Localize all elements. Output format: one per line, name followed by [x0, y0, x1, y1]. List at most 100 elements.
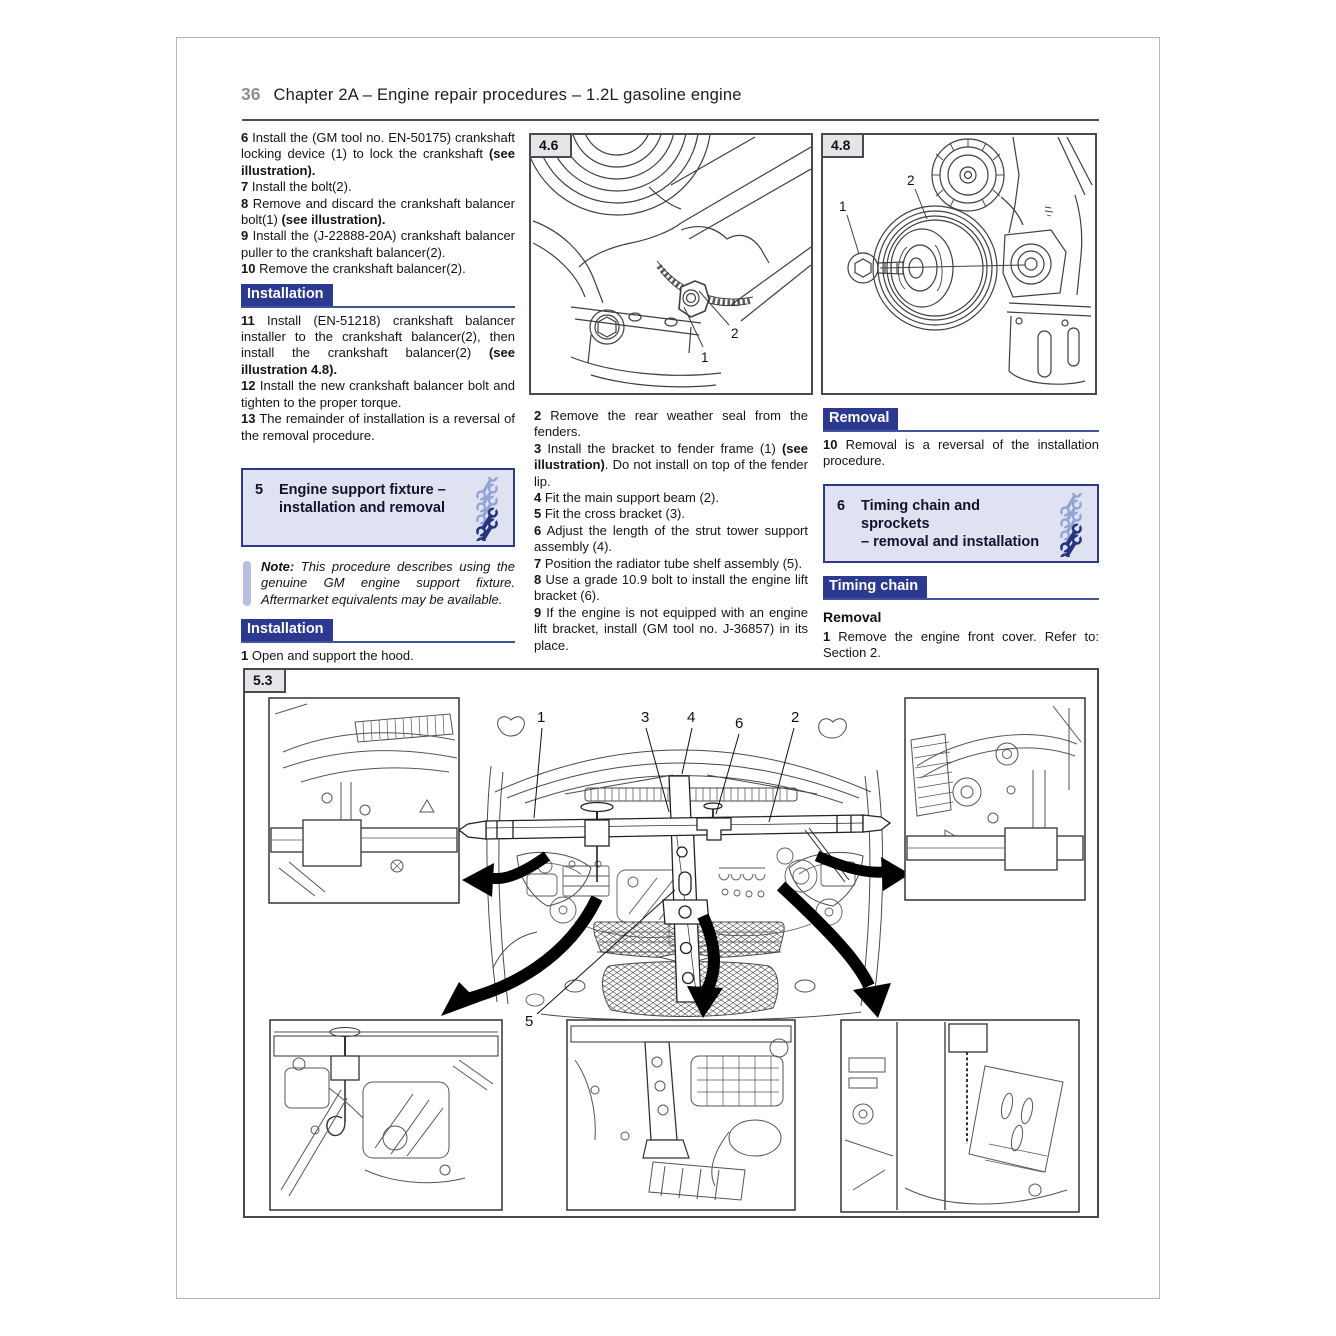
step-text: Fit the cross bracket (3).: [541, 506, 685, 522]
step-text: Fit the main support beam (2).: [541, 490, 719, 506]
step-text: Use a grade 10.9 bolt to install the eng…: [534, 572, 808, 604]
step-text: Open and support the hood.: [248, 648, 414, 664]
note-text: Note: This procedure describes using the…: [261, 558, 515, 607]
step-number: 10: [241, 261, 256, 277]
step-number: 13: [241, 411, 256, 427]
section-5-heading-box: 5 Engine support fixture – installation …: [241, 467, 515, 547]
procedure-step: 5 Fit the cross bracket (3).: [534, 506, 808, 522]
figure-5-3-callout-3: 3: [641, 709, 649, 726]
timing-chain-header: Timing chain: [823, 575, 1099, 600]
step-number: 5: [534, 506, 542, 522]
figure-4-6-callout-2: 2: [731, 326, 739, 341]
step-text: Removal is a reversal of the installatio…: [823, 437, 1099, 469]
procedure-step: 6 Install the (GM tool no. EN-50175) cra…: [241, 130, 515, 179]
installation-header-2: Installation: [241, 619, 515, 644]
section-number: 6: [837, 497, 846, 514]
procedure-step: 7 Install the bolt(2).: [241, 179, 515, 195]
step-text: Install the new crankshaft balancer bolt…: [241, 378, 515, 410]
step-text: Remove the rear weather seal from the fe…: [534, 408, 808, 440]
figure-5-3-callout-5: 5: [525, 1013, 533, 1030]
figure-label: 5.3: [243, 668, 287, 693]
step-bold: (see illustration 4.8).: [241, 345, 515, 377]
step-text: Install (EN-51218) crankshaft balancer i…: [241, 312, 515, 361]
note-block: Note: This procedure describes using the…: [241, 559, 515, 608]
step-number: 6: [241, 130, 249, 145]
step-text: Remove and discard the crankshaft balanc…: [241, 195, 515, 228]
step-number: 9: [241, 228, 249, 244]
step-text: Install the (GM tool no. EN-50175) crank…: [241, 130, 515, 162]
step-text: The remainder of installation is a rever…: [241, 411, 515, 443]
step-number: 1: [241, 648, 249, 664]
page-number: 36: [241, 84, 261, 104]
step-text: Position the radiator tube shelf assembl…: [541, 555, 803, 571]
step-text: Install the bolt(2).: [248, 179, 352, 195]
installation-header: Installation: [241, 283, 515, 308]
procedure-step: 1 Remove the engine front cover. Refer t…: [823, 629, 1099, 662]
step-text: Install the bracket to fender frame (1): [541, 440, 782, 456]
procedure-step: 10 Removal is a reversal of the installa…: [823, 437, 1099, 470]
step-text: Adjust the length of the strut tower sup…: [534, 522, 808, 555]
figure-4-8-illustration: 1 2: [839, 136, 1093, 385]
step-number: 8: [241, 195, 249, 211]
section-number: 5: [255, 481, 264, 498]
step-number: 8: [534, 572, 542, 588]
step-bold: (see illustration): [534, 440, 808, 473]
procedure-step: 8 Remove and discard the crankshaft bala…: [241, 196, 515, 229]
step-number: 3: [534, 440, 542, 456]
figure-label: 4.8: [821, 133, 865, 158]
procedure-step: 9 Install the (J-22888-20A) crankshaft b…: [241, 228, 515, 261]
procedure-step: 3 Install the bracket to fender frame (1…: [534, 441, 808, 490]
step-number: 1: [823, 628, 831, 644]
procedure-step: 13 The remainder of installation is a re…: [241, 411, 515, 444]
figure-4-6-callout-1: 1: [701, 350, 709, 365]
step-number: 11: [241, 312, 255, 328]
figure-4-6: 2 1 4.6: [529, 133, 813, 395]
step-number: 9: [534, 604, 542, 620]
difficulty-spanners-icon: [1060, 492, 1082, 557]
procedure-step: 12 Install the new crankshaft balancer b…: [241, 378, 515, 411]
page-header: 36 Chapter 2A – Engine repair procedures …: [241, 84, 742, 105]
step-number: 10: [823, 437, 838, 452]
chapter-title: Chapter 2A – Engine repair procedures – …: [273, 86, 742, 104]
procedure-step: 4 Fit the main support beam (2).: [534, 490, 808, 506]
middle-column: 2 Remove the rear weather seal from the …: [534, 408, 808, 654]
step-number: 6: [534, 522, 542, 538]
section-title: Timing chain and sprockets – removal and…: [861, 497, 1040, 550]
step-text: . Do not install on top of the fender li…: [534, 457, 808, 489]
note-accent-bar: [243, 560, 251, 607]
step-text: Remove the crankshaft balancer(2).: [255, 261, 466, 277]
figure-4-6-illustration: 2 1: [531, 135, 811, 388]
removal-header: Removal: [823, 408, 1099, 432]
step-number: 4: [534, 490, 542, 506]
procedure-step: 10 Remove the crankshaft balancer(2).: [241, 261, 515, 277]
figure-5-3-callout-2: 2: [791, 709, 799, 726]
figure-5-3-callout-1: 1: [537, 709, 545, 726]
figure-5-3: 1 3 4 6 2 5 5.3: [243, 668, 1099, 1218]
step-number: 2: [534, 408, 542, 423]
figure-4-8-callout-1: 1: [839, 199, 847, 214]
header-rule: [242, 119, 1099, 121]
step-text: Remove the engine front cover. Refer to:…: [823, 628, 1099, 661]
step-number: 12: [241, 378, 256, 394]
figure-5-3-illustration: 1 3 4 6 2 5: [268, 697, 1086, 1213]
section-title: Engine support fixture – installation an…: [279, 481, 446, 516]
step-number: 7: [241, 179, 249, 195]
step-text: If the engine is not equipped with an en…: [534, 604, 808, 653]
removal-subheading: Removal: [823, 608, 882, 625]
figure-label: 4.6: [529, 133, 573, 158]
procedure-step: 2 Remove the rear weather seal from the …: [534, 408, 808, 441]
procedure-step: 8 Use a grade 10.9 bolt to install the e…: [534, 572, 808, 605]
left-column: 6 Install the (GM tool no. EN-50175) cra…: [241, 130, 515, 665]
figure-4-8-callout-2: 2: [907, 173, 915, 188]
step-number: 7: [534, 555, 542, 571]
procedure-step: 1 Open and support the hood.: [241, 648, 515, 664]
figure-4-8: 1 2 4.8: [821, 133, 1097, 395]
difficulty-spanners-icon: [476, 476, 498, 541]
figure-5-3-callout-6: 6: [735, 715, 743, 732]
procedure-step: 9 If the engine is not equipped with an …: [534, 605, 808, 654]
right-column: Removal 10 Removal is a reversal of the …: [823, 408, 1099, 662]
section-6-heading-box: 6 Timing chain and sprockets – removal a…: [823, 483, 1099, 563]
procedure-step: 11 Install (EN-51218) crankshaft balance…: [241, 313, 515, 379]
step-text: Install the (J-22888-20A) crankshaft bal…: [241, 228, 515, 260]
